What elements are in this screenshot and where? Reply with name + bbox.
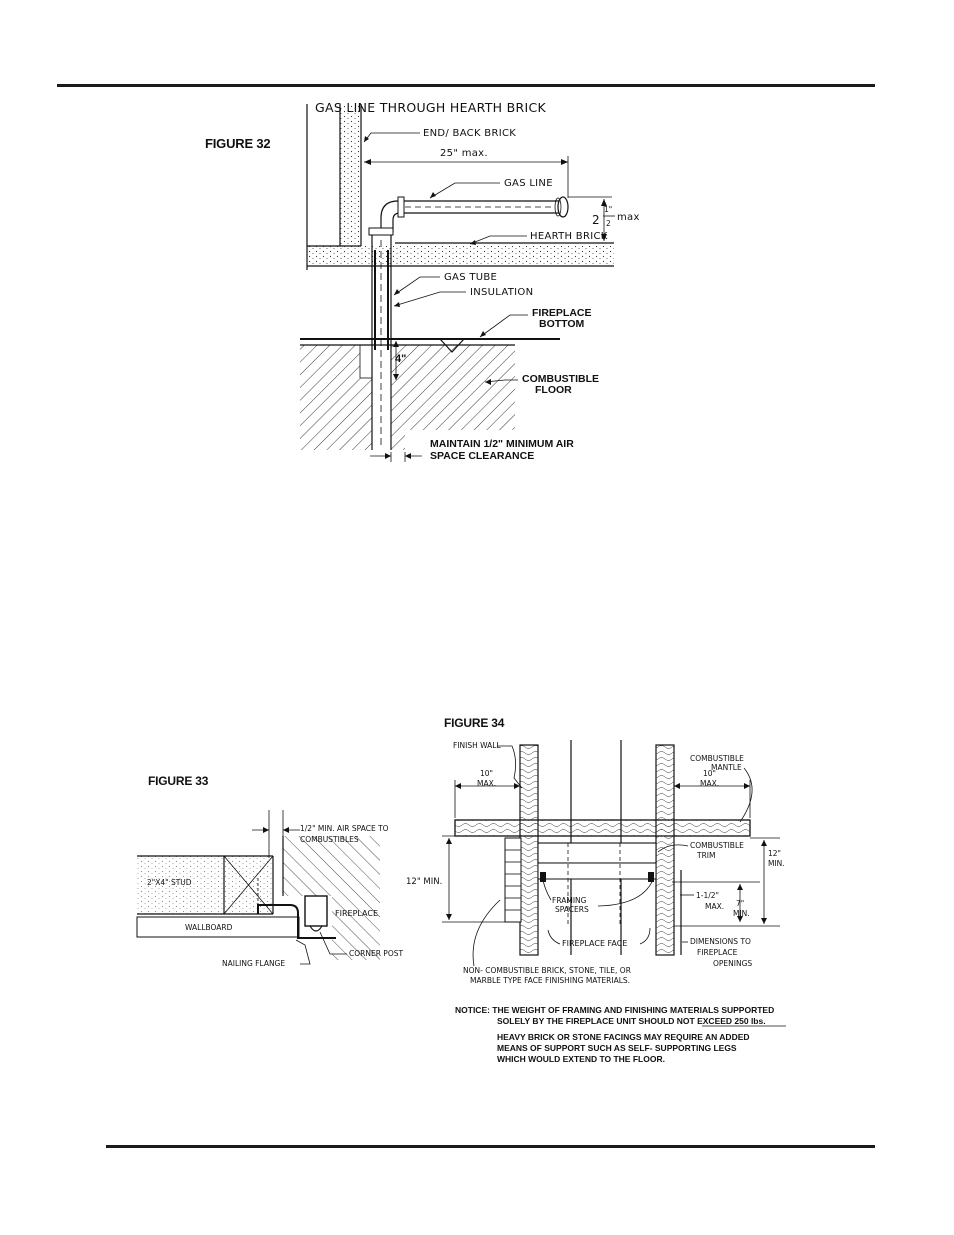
svg-text:MARBLE TYPE FACE FINISHING MAT: MARBLE TYPE FACE FINISHING MATERIALS. <box>470 976 630 985</box>
svg-text:INSULATION: INSULATION <box>470 287 533 298</box>
svg-text:WHICH WOULD EXTEND TO THE FLOO: WHICH WOULD EXTEND TO THE FLOOR. <box>497 1054 665 1064</box>
svg-text:GAS TUBE: GAS TUBE <box>444 272 497 283</box>
svg-text:DIMENSIONS TO: DIMENSIONS TO <box>690 937 751 946</box>
svg-text:MAX.: MAX. <box>705 902 724 911</box>
svg-text:MAINTAIN 1/2" MINIMUM AIR: MAINTAIN 1/2" MINIMUM AIR <box>430 438 574 450</box>
svg-text:COMBUSTIBLE: COMBUSTIBLE <box>522 373 599 385</box>
svg-text:FLOOR: FLOOR <box>535 384 572 396</box>
svg-text:MEANS OF SUPPORT SUCH AS SELF-: MEANS OF SUPPORT SUCH AS SELF- SUPPORTIN… <box>497 1043 737 1053</box>
svg-text:1-1/2": 1-1/2" <box>696 891 719 900</box>
svg-text:COMBUSTIBLES: COMBUSTIBLES <box>300 835 359 844</box>
figure-32-title: FIGURE 32 <box>205 136 271 151</box>
figure-34-title: FIGURE 34 <box>444 716 505 730</box>
combustible-floor <box>300 344 515 450</box>
stud-label: 2"X4" STUD <box>147 878 192 887</box>
noncombustible-facing <box>504 837 522 923</box>
svg-text:FIREPLACE FACE: FIREPLACE FACE <box>562 939 627 948</box>
svg-text:FIREPLACE: FIREPLACE <box>335 909 378 918</box>
svg-text:MIN.: MIN. <box>733 909 750 918</box>
combustible-mantle <box>454 819 751 837</box>
svg-text:GAS LINE: GAS LINE <box>504 178 553 189</box>
svg-text:NOTICE: THE WEIGHT OF FRAMING: NOTICE: THE WEIGHT OF FRAMING AND FINISH… <box>455 1005 774 1015</box>
svg-text:HEAVY BRICK OR STONE FACINGS M: HEAVY BRICK OR STONE FACINGS MAY REQUIRE… <box>497 1032 750 1042</box>
svg-text:max: max <box>617 212 640 223</box>
svg-text:12" MIN.: 12" MIN. <box>406 877 442 887</box>
svg-text:OPENINGS: OPENINGS <box>713 959 752 968</box>
svg-text:10": 10" <box>703 769 716 778</box>
svg-text:MIN.: MIN. <box>768 859 785 868</box>
svg-text:25" max.: 25" max. <box>440 148 488 159</box>
svg-text:12": 12" <box>768 849 781 858</box>
stud-2x4 <box>137 855 274 915</box>
svg-text:MANTLE: MANTLE <box>711 763 742 772</box>
fireplace-body: FIREPLACE <box>282 836 380 960</box>
svg-text:4": 4" <box>395 353 406 365</box>
fig33-leaders: CORNER POST NAILING FLANGE <box>222 931 403 968</box>
svg-text:1": 1" <box>604 205 612 214</box>
figure-33-title: FIGURE 33 <box>148 774 209 788</box>
dim-2-1-2-max: 2 1" 2 max <box>568 196 640 244</box>
fig32-labels: END/ BACK BRICK GAS LINE HEARTH BRICK GA… <box>363 128 608 462</box>
svg-text:MAX.: MAX. <box>700 779 719 788</box>
fig34-labels: FINISH WALL COMBUSTIBLE MANTLE COMBUSTIB… <box>453 741 752 985</box>
end-back-brick <box>306 104 362 270</box>
combustible-trim <box>537 842 657 925</box>
svg-text:MAX.: MAX. <box>477 779 496 788</box>
svg-text:NON- COMBUSTIBLE BRICK, STONE: NON- COMBUSTIBLE BRICK, STONE, TILE, OR <box>463 966 631 975</box>
dim-25-max: 25" max. <box>364 148 569 198</box>
svg-text:SOLELY BY THE FIREPLACE UNIT S: SOLELY BY THE FIREPLACE UNIT SHOULD NOT … <box>497 1016 766 1026</box>
svg-text:7": 7" <box>736 899 744 908</box>
svg-text:2: 2 <box>592 213 600 227</box>
fig32-heading: GAS LINE THROUGH HEARTH BRICK <box>315 100 546 115</box>
svg-text:1/2" MIN. AIR SPACE TO: 1/2" MIN. AIR SPACE TO <box>300 824 389 833</box>
top-rule <box>57 84 875 87</box>
svg-text:10": 10" <box>480 769 493 778</box>
fig34-dimensions: 10" MAX. 10" MAX. 12" MIN. 12" MIN. 7" M… <box>406 769 785 955</box>
svg-text:COMBUSTIBLE: COMBUSTIBLE <box>690 754 744 763</box>
fig34-notice: NOTICE: THE WEIGHT OF FRAMING AND FINISH… <box>455 1005 786 1064</box>
svg-text:FIREPLACE: FIREPLACE <box>532 307 592 319</box>
svg-text:WALLBOARD: WALLBOARD <box>185 923 233 932</box>
hearth-brick <box>307 242 614 267</box>
finish-wall <box>519 740 675 956</box>
svg-text:CORNER POST: CORNER POST <box>349 949 403 958</box>
svg-text:HEARTH BRICK: HEARTH BRICK <box>530 231 608 242</box>
svg-text:BOTTOM: BOTTOM <box>539 318 585 330</box>
svg-text:COMBUSTIBLE: COMBUSTIBLE <box>690 841 744 850</box>
corner-post <box>257 878 336 939</box>
svg-text:FRAMING: FRAMING <box>552 896 587 905</box>
svg-text:2: 2 <box>606 219 611 228</box>
air-space-dim: 1/2" MIN. AIR SPACE TO COMBUSTIBLES <box>252 810 389 858</box>
svg-text:FINISH WALL: FINISH WALL <box>453 741 501 750</box>
svg-text:END/ BACK BRICK: END/ BACK BRICK <box>423 128 516 139</box>
svg-text:TRIM: TRIM <box>696 851 715 860</box>
bottom-rule <box>106 1145 875 1148</box>
svg-text:NAILING FLANGE: NAILING FLANGE <box>222 959 285 968</box>
gas-line <box>368 196 569 236</box>
svg-text:SPACE CLEARANCE: SPACE CLEARANCE <box>430 450 534 462</box>
svg-text:FIREPLACE: FIREPLACE <box>697 948 738 957</box>
svg-text:SPACERS: SPACERS <box>555 905 589 914</box>
